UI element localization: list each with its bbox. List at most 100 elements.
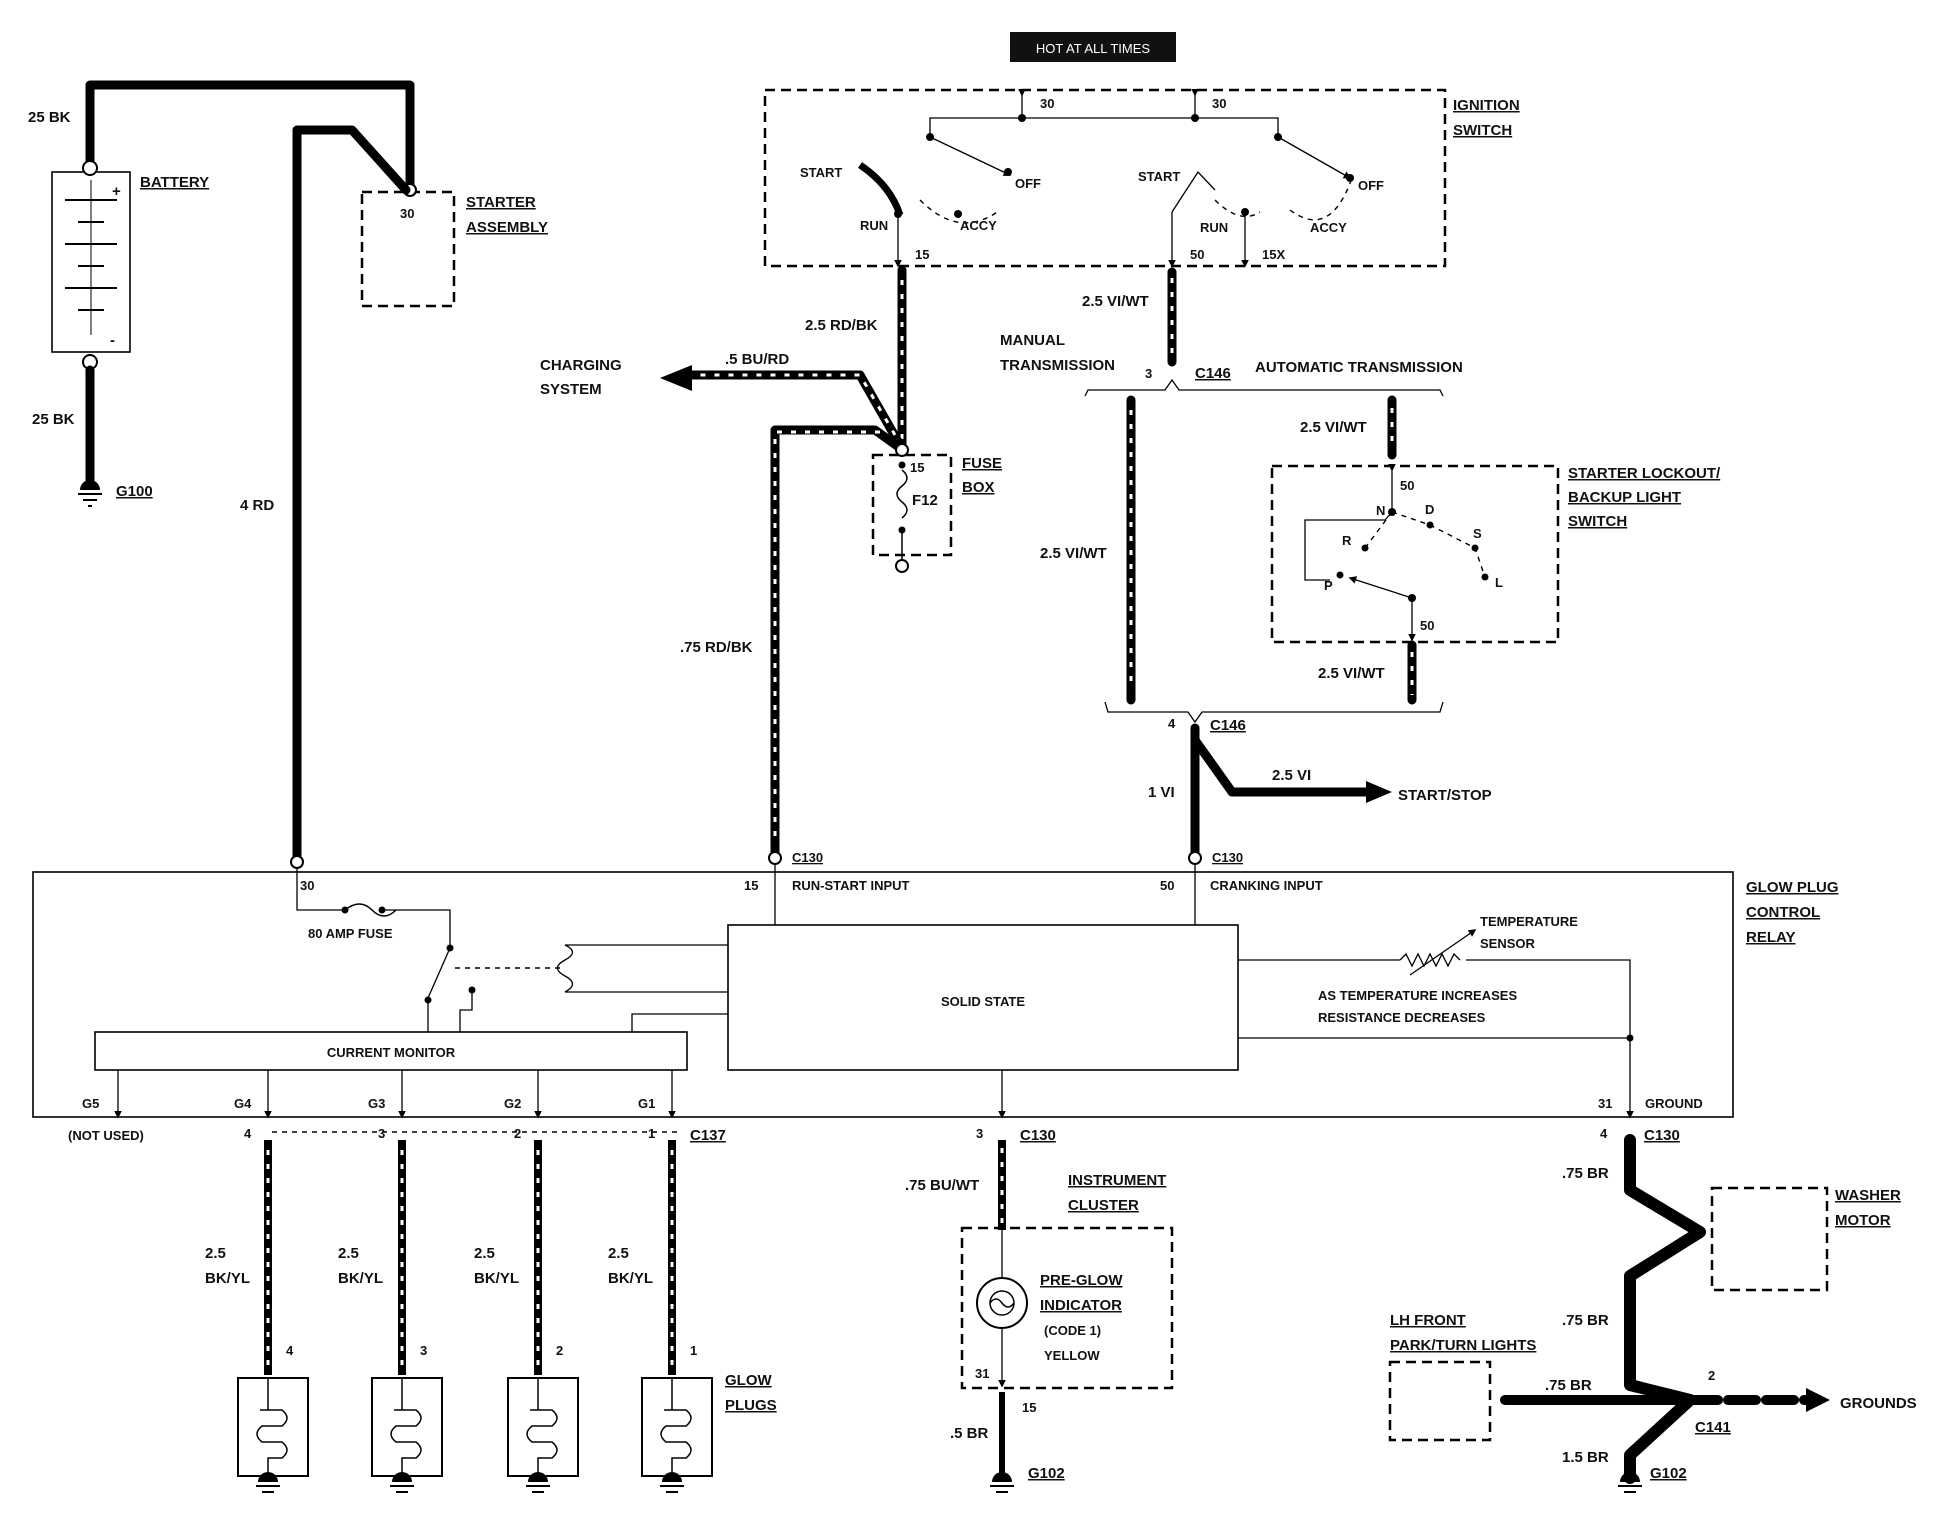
c146-bottom-label: C146 [1210, 717, 1246, 734]
relay-title-line3: RELAY [1746, 929, 1795, 946]
indicator-color: YELLOW [1044, 1348, 1100, 1363]
ground-pin: 4 [1600, 1126, 1608, 1141]
glow-plug-4-icon [256, 1378, 288, 1476]
relay-title-line1: GLOW PLUG [1746, 879, 1839, 896]
lockout-pos-d: D [1425, 502, 1434, 517]
ignition-switch-box [763, 88, 1447, 268]
instrument-title-line1: INSTRUMENT [1068, 1172, 1166, 1189]
fuse-in-wire-label: 2.5 RD/BK [805, 317, 878, 334]
ground-wire-lh: .75 BR [1545, 1377, 1592, 1394]
relay-not-used: (NOT USED) [68, 1128, 144, 1143]
glow-plug-1-pin-top: 1 [648, 1126, 655, 1141]
glow-plug-1-wire-line2: BK/YL [608, 1270, 653, 1287]
relay-t15: 15 [744, 878, 758, 893]
glow-plug-1-icon [660, 1378, 692, 1476]
solid-state-box [727, 924, 1239, 1071]
relay-ground: GROUND [1645, 1096, 1703, 1111]
starter-feed-wire [292, 125, 411, 867]
instrument-t15: 15 [1022, 1400, 1036, 1415]
ignition-off-a: OFF [1015, 176, 1041, 191]
temp-sensor-line1: TEMPERATURE [1480, 914, 1578, 929]
ignition-run-a: RUN [860, 218, 888, 233]
lockout-title-line3: SWITCH [1568, 513, 1627, 530]
starter-box [360, 190, 456, 308]
temp-note-line1: AS TEMPERATURE INCREASES [1318, 988, 1517, 1003]
starter-assembly: 30 STARTER ASSEMBLY 4 RD [240, 125, 548, 867]
80-amp-fuse-icon [344, 903, 397, 917]
lockout-t50-top: 50 [1400, 478, 1414, 493]
glow-plug-4-pin-top: 4 [244, 1126, 252, 1141]
glow-plug-4-wire-line2: BK/YL [205, 1270, 250, 1287]
fuse-box: 2.5 RD/BK .5 BU/RD CHARGING SYSTEM .75 R… [540, 265, 1002, 857]
lockout-pos-s: S [1473, 526, 1482, 541]
fuse-out-wire [770, 425, 905, 857]
glow-plugs-title-line2: PLUGS [725, 1397, 777, 1414]
manual-line2: TRANSMISSION [1000, 357, 1115, 374]
lockout-pos-l: L [1495, 575, 1503, 590]
c146-top-wire-label: 2.5 VI/WT [1082, 293, 1149, 310]
fuse-out-wire-label: .75 RD/BK [680, 639, 753, 656]
ground-circuit: 4 C130 .75 BR WASHER MOTOR .75 BR LH FRO… [1388, 1126, 1917, 1493]
c137-label: C137 [690, 1127, 726, 1144]
instrument-t31: 31 [975, 1366, 989, 1381]
fuse-terminal-15: 15 [910, 460, 924, 475]
lockout-pos-p: P [1324, 578, 1333, 593]
charging-line2: SYSTEM [540, 381, 602, 398]
ignition-term-30a: 30 [1040, 96, 1054, 111]
c146-pin-top: 3 [1145, 366, 1152, 381]
manual-line1: MANUAL [1000, 332, 1065, 349]
c146-top-label: C146 [1195, 365, 1231, 382]
fuse-f12-label: F12 [912, 492, 938, 509]
ground-main-wire [1624, 1134, 1706, 1484]
ground-wire-top: .75 BR [1562, 1165, 1609, 1182]
starter-feed-wire-label: 4 RD [240, 497, 274, 514]
relay-t31: 31 [1598, 1096, 1612, 1111]
relay-cranking: CRANKING INPUT [1210, 878, 1323, 893]
ignition-start-b: START [1138, 169, 1180, 184]
ignition-accy-a: ACCY [960, 218, 997, 233]
g100-label: G100 [116, 483, 153, 500]
glow-plug-2-wire-line2: BK/YL [474, 1270, 519, 1287]
auto-top-wire-label: 2.5 VI/WT [1300, 419, 1367, 436]
temp-note-line2: RESISTANCE DECREASES [1318, 1010, 1486, 1025]
starter-title-line2: ASSEMBLY [466, 219, 548, 236]
battery-minus: - [110, 332, 115, 349]
starter-lockout-switch: STARTER LOCKOUT/ BACKUP LIGHT SWITCH 50 … [1270, 463, 1721, 644]
transmission-section: 2.5 VI/WT MANUAL TRANSMISSION 3 C146 AUT… [1000, 267, 1492, 863]
ignition-start-a: START [800, 165, 842, 180]
relay-g5: G5 [82, 1096, 99, 1111]
temperature-sensor-icon [1399, 952, 1461, 968]
battery-positive-wire [85, 80, 415, 195]
ignition-accy-b: ACCY [1310, 220, 1347, 235]
25vi-wire [1190, 735, 1375, 797]
manual-wire-label: 2.5 VI/WT [1040, 545, 1107, 562]
glow-plug-1-wire-line1: 2.5 [608, 1245, 629, 1262]
glow-plug-3-icon [390, 1378, 422, 1476]
glow-plug-2: 2 2 2.5 BK/YL [474, 1126, 579, 1493]
instrument-title-line2: CLUSTER [1068, 1197, 1139, 1214]
25vi-wire-label: 2.5 VI [1272, 767, 1311, 784]
hot-at-all-times-badge: HOT AT ALL TIMES [1010, 32, 1176, 62]
ground-wire-mid: .75 BR [1562, 1312, 1609, 1329]
instrument-cluster-box [960, 1226, 1174, 1390]
lh-line2: PARK/TURN LIGHTS [1390, 1337, 1536, 1354]
washer-line1: WASHER [1835, 1187, 1901, 1204]
indicator-line1: PRE-GLOW [1040, 1272, 1123, 1289]
ground-c130: C130 [1644, 1127, 1680, 1144]
ground-g102-icon [1620, 1472, 1640, 1482]
relay-c130-b: C130 [1212, 850, 1243, 865]
washer-line2: MOTOR [1835, 1212, 1891, 1229]
instrument-cluster: 3 C130 .75 BU/WT INSTRUMENT CLUSTER PRE-… [905, 1126, 1174, 1493]
relay-g3: G3 [368, 1096, 385, 1111]
relay-run-start: RUN-START INPUT [792, 878, 910, 893]
relay-g2: G2 [504, 1096, 521, 1111]
auto-bottom-wire-label: 2.5 VI/WT [1318, 665, 1385, 682]
lockout-t50-bottom: 50 [1420, 618, 1434, 633]
battery-negative-wire-label: 25 BK [32, 411, 75, 428]
glow-plug-4-pin: 4 [286, 1343, 294, 1358]
glow-plug-3-pin-top: 3 [378, 1126, 385, 1141]
lockout-title-line2: BACKUP LIGHT [1568, 489, 1681, 506]
f12-fuse-icon [896, 469, 908, 519]
charging-wire-label: .5 BU/RD [725, 351, 789, 368]
